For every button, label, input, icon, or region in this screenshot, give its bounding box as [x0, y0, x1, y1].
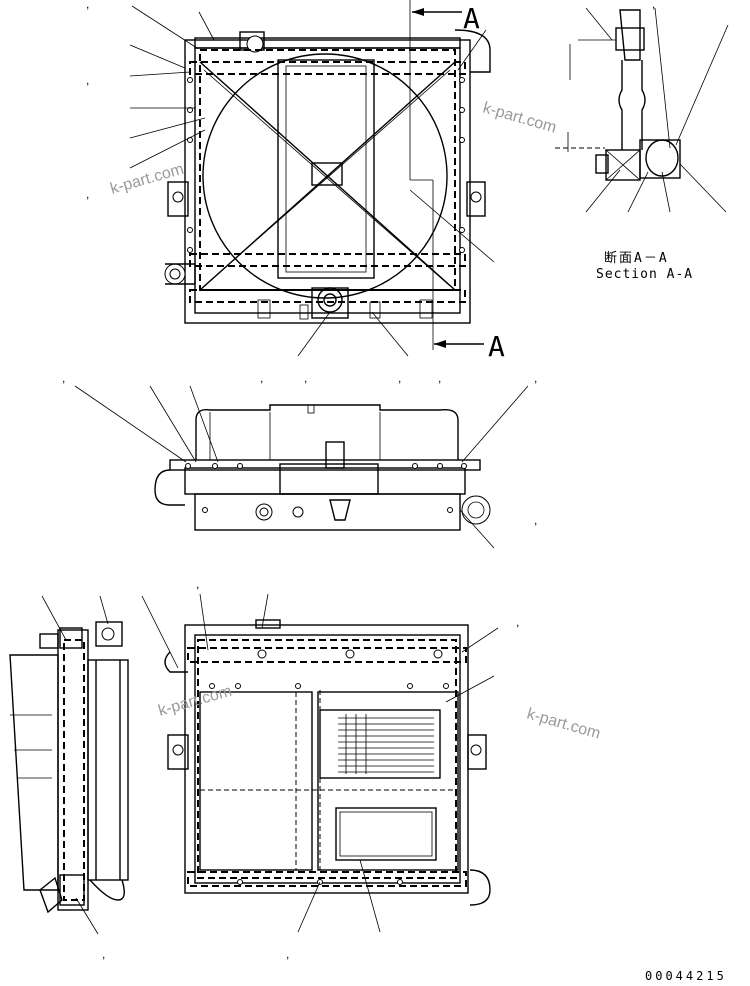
watermark-2: k-part.com [108, 161, 185, 198]
top-view [74, 385, 529, 549]
section-marker-top: A [463, 2, 480, 35]
callout-mark: , [534, 371, 537, 385]
callout-mark: , [260, 371, 263, 385]
callout-marks: , , , , , , , , , , , , , , , [62, 0, 655, 961]
callout-mark: , [86, 0, 89, 11]
callout-mark: , [534, 513, 537, 527]
section-a-a-view [555, 7, 729, 213]
callout-mark: , [86, 187, 89, 201]
section-marker-bottom: A [488, 330, 505, 363]
side-view [9, 595, 179, 935]
callout-mark: , [62, 371, 65, 385]
callout-mark: , [652, 0, 655, 11]
rear-view [164, 593, 499, 933]
callout-mark: , [304, 371, 307, 385]
drawing-number: 00044215 [645, 969, 727, 983]
bolt-holes-front [187, 77, 465, 253]
callout-mark: , [86, 73, 89, 87]
callout-mark: , [286, 947, 289, 961]
callout-mark: , [196, 577, 199, 591]
section-caption-english: Section A-A [596, 267, 693, 282]
bolt-holes-rear [209, 649, 449, 885]
callout-mark: , [516, 615, 519, 629]
watermark-1: k-part.com [481, 100, 558, 137]
front-view [129, 0, 495, 357]
bolt-holes-top [185, 463, 467, 513]
section-caption-japanese: 断面A－A [604, 251, 669, 266]
callout-mark: , [398, 371, 401, 385]
callout-mark: , [438, 371, 441, 385]
fin-grid [338, 714, 434, 774]
callout-mark: , [102, 947, 105, 961]
watermark-4: k-part.com [525, 706, 602, 743]
